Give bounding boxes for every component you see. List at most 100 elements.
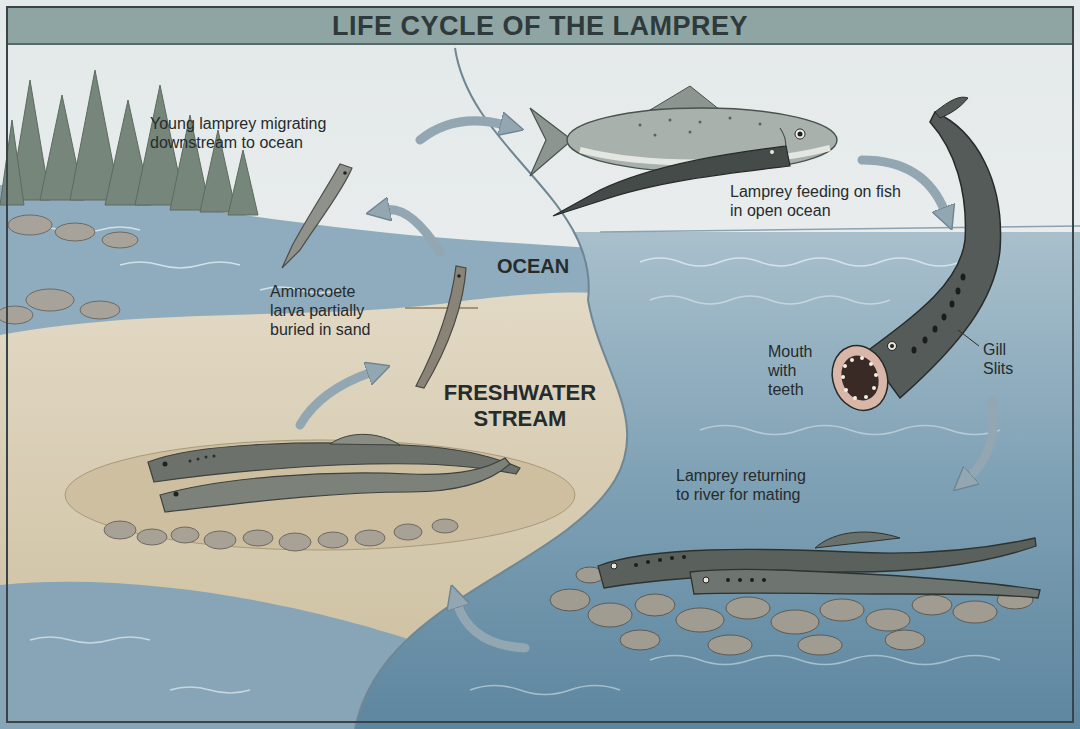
- spawning-pair-stream: [65, 434, 575, 551]
- spawning-pair-river: [798, 635, 842, 655]
- adult-lamprey-head: [853, 396, 857, 400]
- adult-lamprey-head: [888, 342, 897, 351]
- adult-lamprey-head: [912, 274, 966, 354]
- spawning-pair-river: [658, 558, 662, 562]
- spawning-pair-stream: [204, 531, 236, 549]
- sky-and-ocean: [650, 656, 1000, 665]
- cycle-arrows: [300, 121, 994, 648]
- spawning-pair-river: [866, 609, 910, 631]
- adult-lamprey-head: [850, 358, 854, 362]
- ammocoete-larva: [457, 274, 461, 278]
- fish-with-lamprey: [654, 134, 657, 137]
- ammocoete-larva: [405, 266, 478, 388]
- adult-lamprey-head: [844, 388, 848, 392]
- spawning-pair-stream: [174, 492, 179, 497]
- young-lamprey: [282, 164, 352, 268]
- frame: [7, 7, 1073, 722]
- spawning-pair-stream: [394, 524, 422, 540]
- fish-with-lamprey: [729, 117, 732, 120]
- spawning-pair-river: [726, 578, 730, 582]
- spawning-pair-stream: [65, 440, 575, 550]
- spawning-pair-stream: [213, 455, 216, 458]
- cycle-arrows: [457, 603, 525, 648]
- spawning-pair-stream: [104, 521, 136, 539]
- sky-and-ocean: [700, 426, 1000, 435]
- ammocoete-larva: [416, 266, 466, 388]
- cycle-arrows: [968, 400, 994, 478]
- shore-rocks: [102, 232, 138, 248]
- spawning-pair-river: [690, 569, 1040, 598]
- adult-lamprey-head: [958, 330, 979, 346]
- adult-lamprey-head: [874, 373, 878, 377]
- spawning-pair-river: [611, 563, 617, 569]
- fish-with-lamprey: [639, 117, 762, 137]
- spawning-pair-stream: [330, 434, 400, 445]
- adult-lamprey-head: [866, 112, 1001, 398]
- fish-with-lamprey: [650, 86, 720, 110]
- shore-rocks: [80, 301, 120, 319]
- adult-lamprey-head: [933, 326, 938, 333]
- spawning-pair-river: [820, 599, 864, 621]
- spawning-pair-river: [708, 635, 752, 655]
- stream-land: [0, 44, 640, 729]
- adult-lamprey-head: [961, 274, 966, 281]
- spawning-pair-river: [620, 630, 660, 650]
- spawning-pair-river: [682, 555, 686, 559]
- sky-and-ocean: [600, 226, 1080, 232]
- spawning-pair-river: [646, 560, 650, 564]
- forest: [228, 150, 258, 215]
- adult-lamprey-head: [823, 338, 896, 418]
- spawning-pair-stream: [137, 529, 167, 545]
- adult-lamprey-head: [843, 364, 847, 368]
- spawning-pair-stream: [243, 530, 273, 546]
- spawning-pair-river: [771, 610, 819, 634]
- cycle-arrows: [300, 372, 372, 425]
- adult-lamprey-head: [912, 347, 917, 354]
- diagram-title: LIFE CYCLE OF THE LAMPREY: [10, 8, 1070, 44]
- shore-rocks: [55, 223, 95, 241]
- adult-lamprey-head: [841, 375, 845, 379]
- shore-rocks: [0, 306, 33, 324]
- spawning-pair-stream: [279, 533, 311, 551]
- region-label: OCEAN: [497, 254, 587, 278]
- adult-lamprey-head: [869, 362, 873, 366]
- fish-with-lamprey: [759, 123, 762, 126]
- fish-with-lamprey: [689, 131, 692, 134]
- spawning-pair-river: [676, 608, 724, 632]
- spawning-pair-stream: [197, 458, 200, 461]
- stream-land: [30, 637, 250, 693]
- spawning-pair-river: [726, 597, 770, 619]
- spawning-pair-river: [815, 532, 900, 548]
- spawning-pair-river: [750, 578, 754, 582]
- frame: [7, 7, 1073, 722]
- spawning-pair-stream: [205, 456, 208, 459]
- cycle-arrows: [420, 121, 505, 140]
- stream-land: [0, 582, 440, 729]
- fish-with-lamprey: [798, 132, 803, 137]
- adult-lamprey-head: [841, 356, 878, 400]
- spawning-pair-river: [634, 555, 766, 582]
- fish-with-lamprey: [795, 129, 805, 139]
- stage-label: Lamprey returning to river for mating: [676, 466, 808, 504]
- adult-lamprey-head: [864, 395, 868, 399]
- spawning-pair-stream: [432, 519, 458, 533]
- spawning-pair-river: [912, 595, 952, 615]
- young-lamprey: [282, 164, 352, 268]
- stage-label: Lamprey feeding on fish in open ocean: [730, 182, 910, 220]
- shore-rocks: [8, 215, 52, 235]
- shore-rocks: [0, 215, 138, 324]
- stage-label: Ammocoete larva partially buried in sand: [270, 282, 390, 340]
- spawning-pair-river: [885, 630, 925, 650]
- sky-and-ocean: [640, 258, 1000, 266]
- sky-and-ocean: [650, 296, 890, 304]
- spawning-pair-river: [550, 589, 590, 611]
- spawning-pair-stream: [355, 530, 385, 546]
- fish-with-lamprey: [639, 124, 642, 127]
- adult-lamprey-head: [890, 344, 894, 348]
- spawning-pair-stream: [160, 458, 510, 512]
- ammocoete-larva: [405, 307, 478, 309]
- region-label: FRESHWATER STREAM: [440, 380, 600, 433]
